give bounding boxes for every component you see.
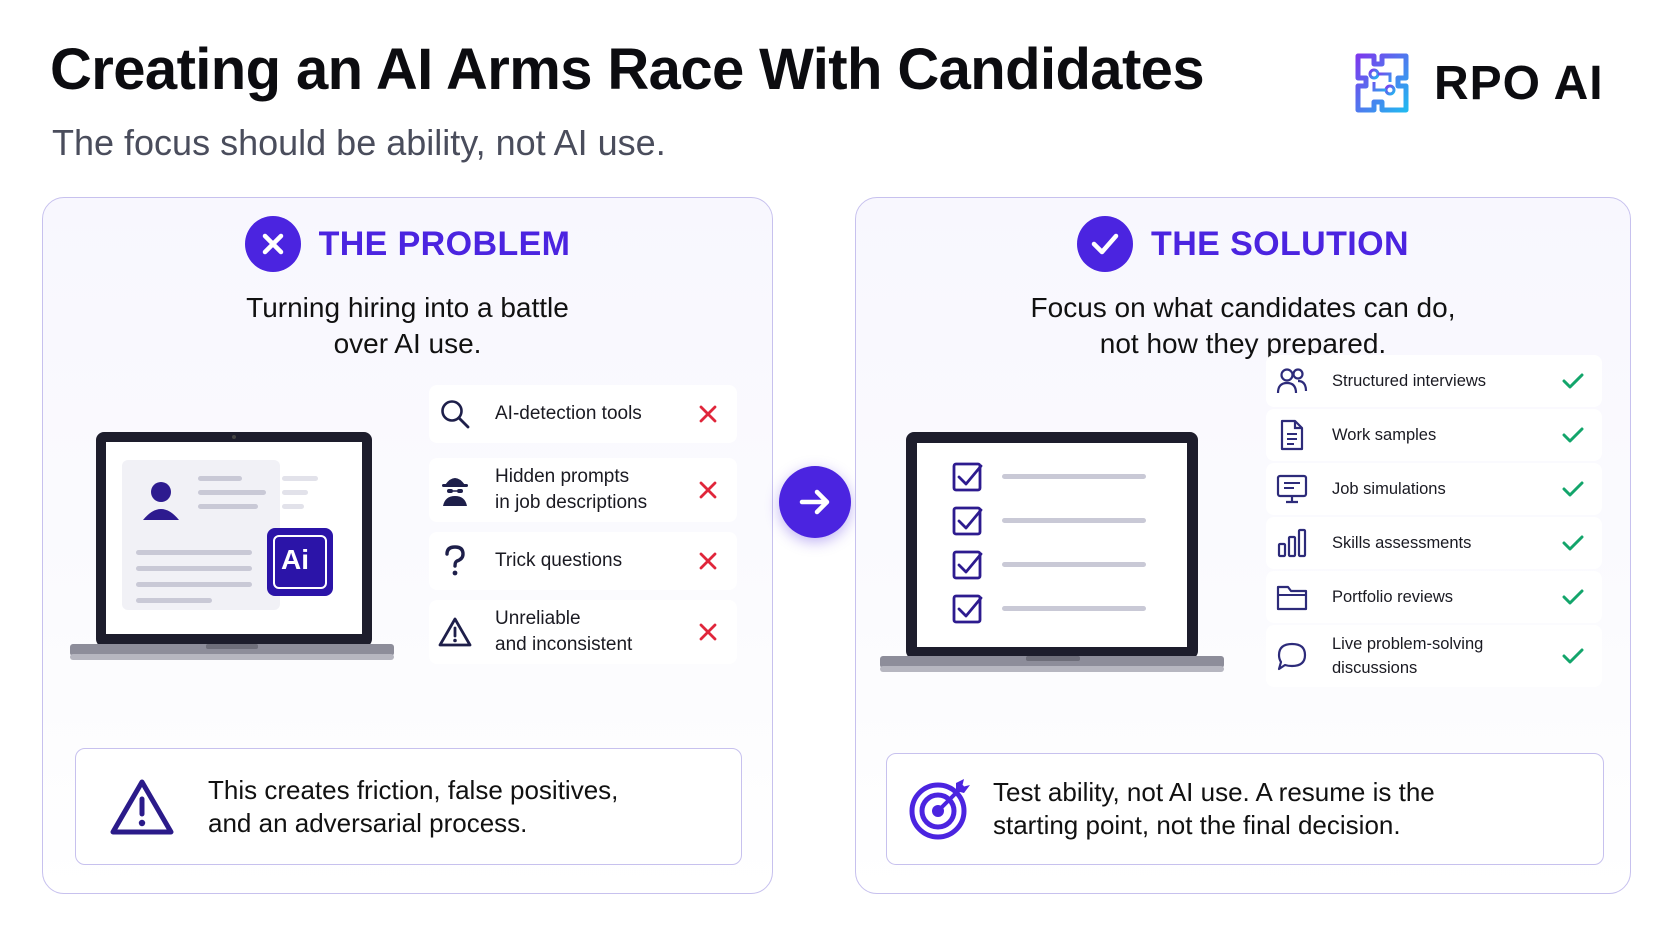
cross-mark-icon [679,481,737,499]
solution-callout: Test ability, not AI use. A resume is th… [886,753,1604,865]
solution-item-structured-interviews: Structured interviews [1266,355,1602,407]
chat-bubble-icon [1266,641,1318,671]
target-icon [887,777,993,841]
label-line: AI-detection tools [495,403,642,424]
brand-logo: RPO AI [1350,50,1604,116]
question-icon [429,544,481,578]
problem-subheading-line: over AI use. [333,328,482,359]
page-title: Creating an AI Arms Race With Candidates [50,37,1205,102]
problem-item-hidden-prompts: Hidden prompts in job descriptions [429,458,737,522]
check-mark-icon [1544,647,1602,665]
arrow-right-icon [779,466,851,538]
label-line: Skills assessments [1332,534,1472,552]
laptop-ai-badge-text: Ai [281,544,309,575]
document-icon [1266,419,1318,451]
check-mark-icon [1544,480,1602,498]
label-line: Hidden prompts [495,466,630,487]
solution-item-live-problem-solving: Live problem-solving discussions [1266,625,1602,687]
problem-item-ai-detection: AI-detection tools [429,385,737,443]
bar-chart-icon [1266,528,1318,558]
solution-item-label: Live problem-solving discussions [1318,632,1544,680]
folder-icon [1266,583,1318,611]
cross-mark-icon [679,623,737,641]
label-line: Job simulations [1332,480,1446,498]
callout-line: starting point, not the final decision. [993,810,1401,840]
solution-header: THE SOLUTION [856,216,1630,272]
users-icon [1266,367,1318,395]
problem-item-label: Hidden prompts in job descriptions [481,464,679,516]
problem-item-label: Trick questions [481,548,679,574]
solution-subheading: Focus on what candidates can do, not how… [856,290,1630,362]
spy-icon [429,473,481,507]
solution-item-label: Job simulations [1318,477,1544,501]
solution-panel: THE SOLUTION Focus on what candidates ca… [855,197,1631,894]
problem-subheading: Turning hiring into a battle over AI use… [43,290,772,362]
label-line: Unreliable [495,608,581,629]
problem-item-label: Unreliable and inconsistent [481,606,679,658]
label-line: Portfolio reviews [1332,588,1454,606]
solution-item-label: Work samples [1318,423,1544,447]
check-mark-icon [1544,372,1602,390]
page-subtitle: The focus should be ability, not AI use. [52,122,666,163]
label-line: discussions [1332,659,1418,677]
laptop-ai-illustration [70,432,394,660]
label-line: Live problem-solving [1332,635,1484,653]
callout-line: Test ability, not AI use. A resume is th… [993,777,1435,807]
solution-subheading-line: Focus on what candidates can do, [1030,292,1456,323]
solution-item-portfolio-reviews: Portfolio reviews [1266,571,1602,623]
problem-callout: This creates friction, false positives, … [75,748,742,865]
problem-callout-text: This creates friction, false positives, … [208,774,618,840]
label-line: Work samples [1332,426,1437,444]
callout-line: and an adversarial process. [208,807,528,838]
solution-item-label: Structured interviews [1318,369,1544,393]
solution-item-label: Portfolio reviews [1318,585,1544,609]
problem-item-label: AI-detection tools [481,401,679,427]
solution-item-label: Skills assessments [1318,531,1544,555]
cross-mark-icon [679,405,737,423]
laptop-checklist-illustration [880,432,1224,672]
callout-line: This creates friction, false positives, [208,774,619,805]
brand-name: RPO AI [1434,56,1604,110]
x-circle-icon [244,216,301,272]
monitor-icon [1266,474,1318,504]
check-mark-icon [1544,534,1602,552]
check-circle-icon [1077,216,1134,272]
solution-item-work-samples: Work samples [1266,409,1602,461]
check-mark-icon [1544,426,1602,444]
solution-item-job-simulations: Job simulations [1266,463,1602,515]
label-line: in job descriptions [495,492,648,513]
solution-subheading-line: not how they prepared. [1099,328,1387,359]
label-line: Structured interviews [1332,372,1487,390]
check-mark-icon [1544,588,1602,606]
solution-item-skills-assessments: Skills assessments [1266,517,1602,569]
problem-subheading-line: Turning hiring into a battle [246,292,569,323]
warning-icon [76,778,208,836]
search-icon [429,398,481,430]
circuit-logo-icon [1355,53,1409,113]
problem-header: THE PROBLEM [43,216,772,272]
solution-heading: THE SOLUTION [1151,224,1409,263]
problem-panel: THE PROBLEM Turning hiring into a battle… [42,197,773,894]
solution-callout-text: Test ability, not AI use. A resume is th… [993,776,1435,842]
problem-item-unreliable: Unreliable and inconsistent [429,600,737,664]
problem-heading: THE PROBLEM [318,224,571,263]
label-line: and inconsistent [495,634,633,655]
problem-item-trick-questions: Trick questions [429,532,737,590]
label-line: Trick questions [495,550,623,571]
cross-mark-icon [679,552,737,570]
warning-icon [429,617,481,647]
